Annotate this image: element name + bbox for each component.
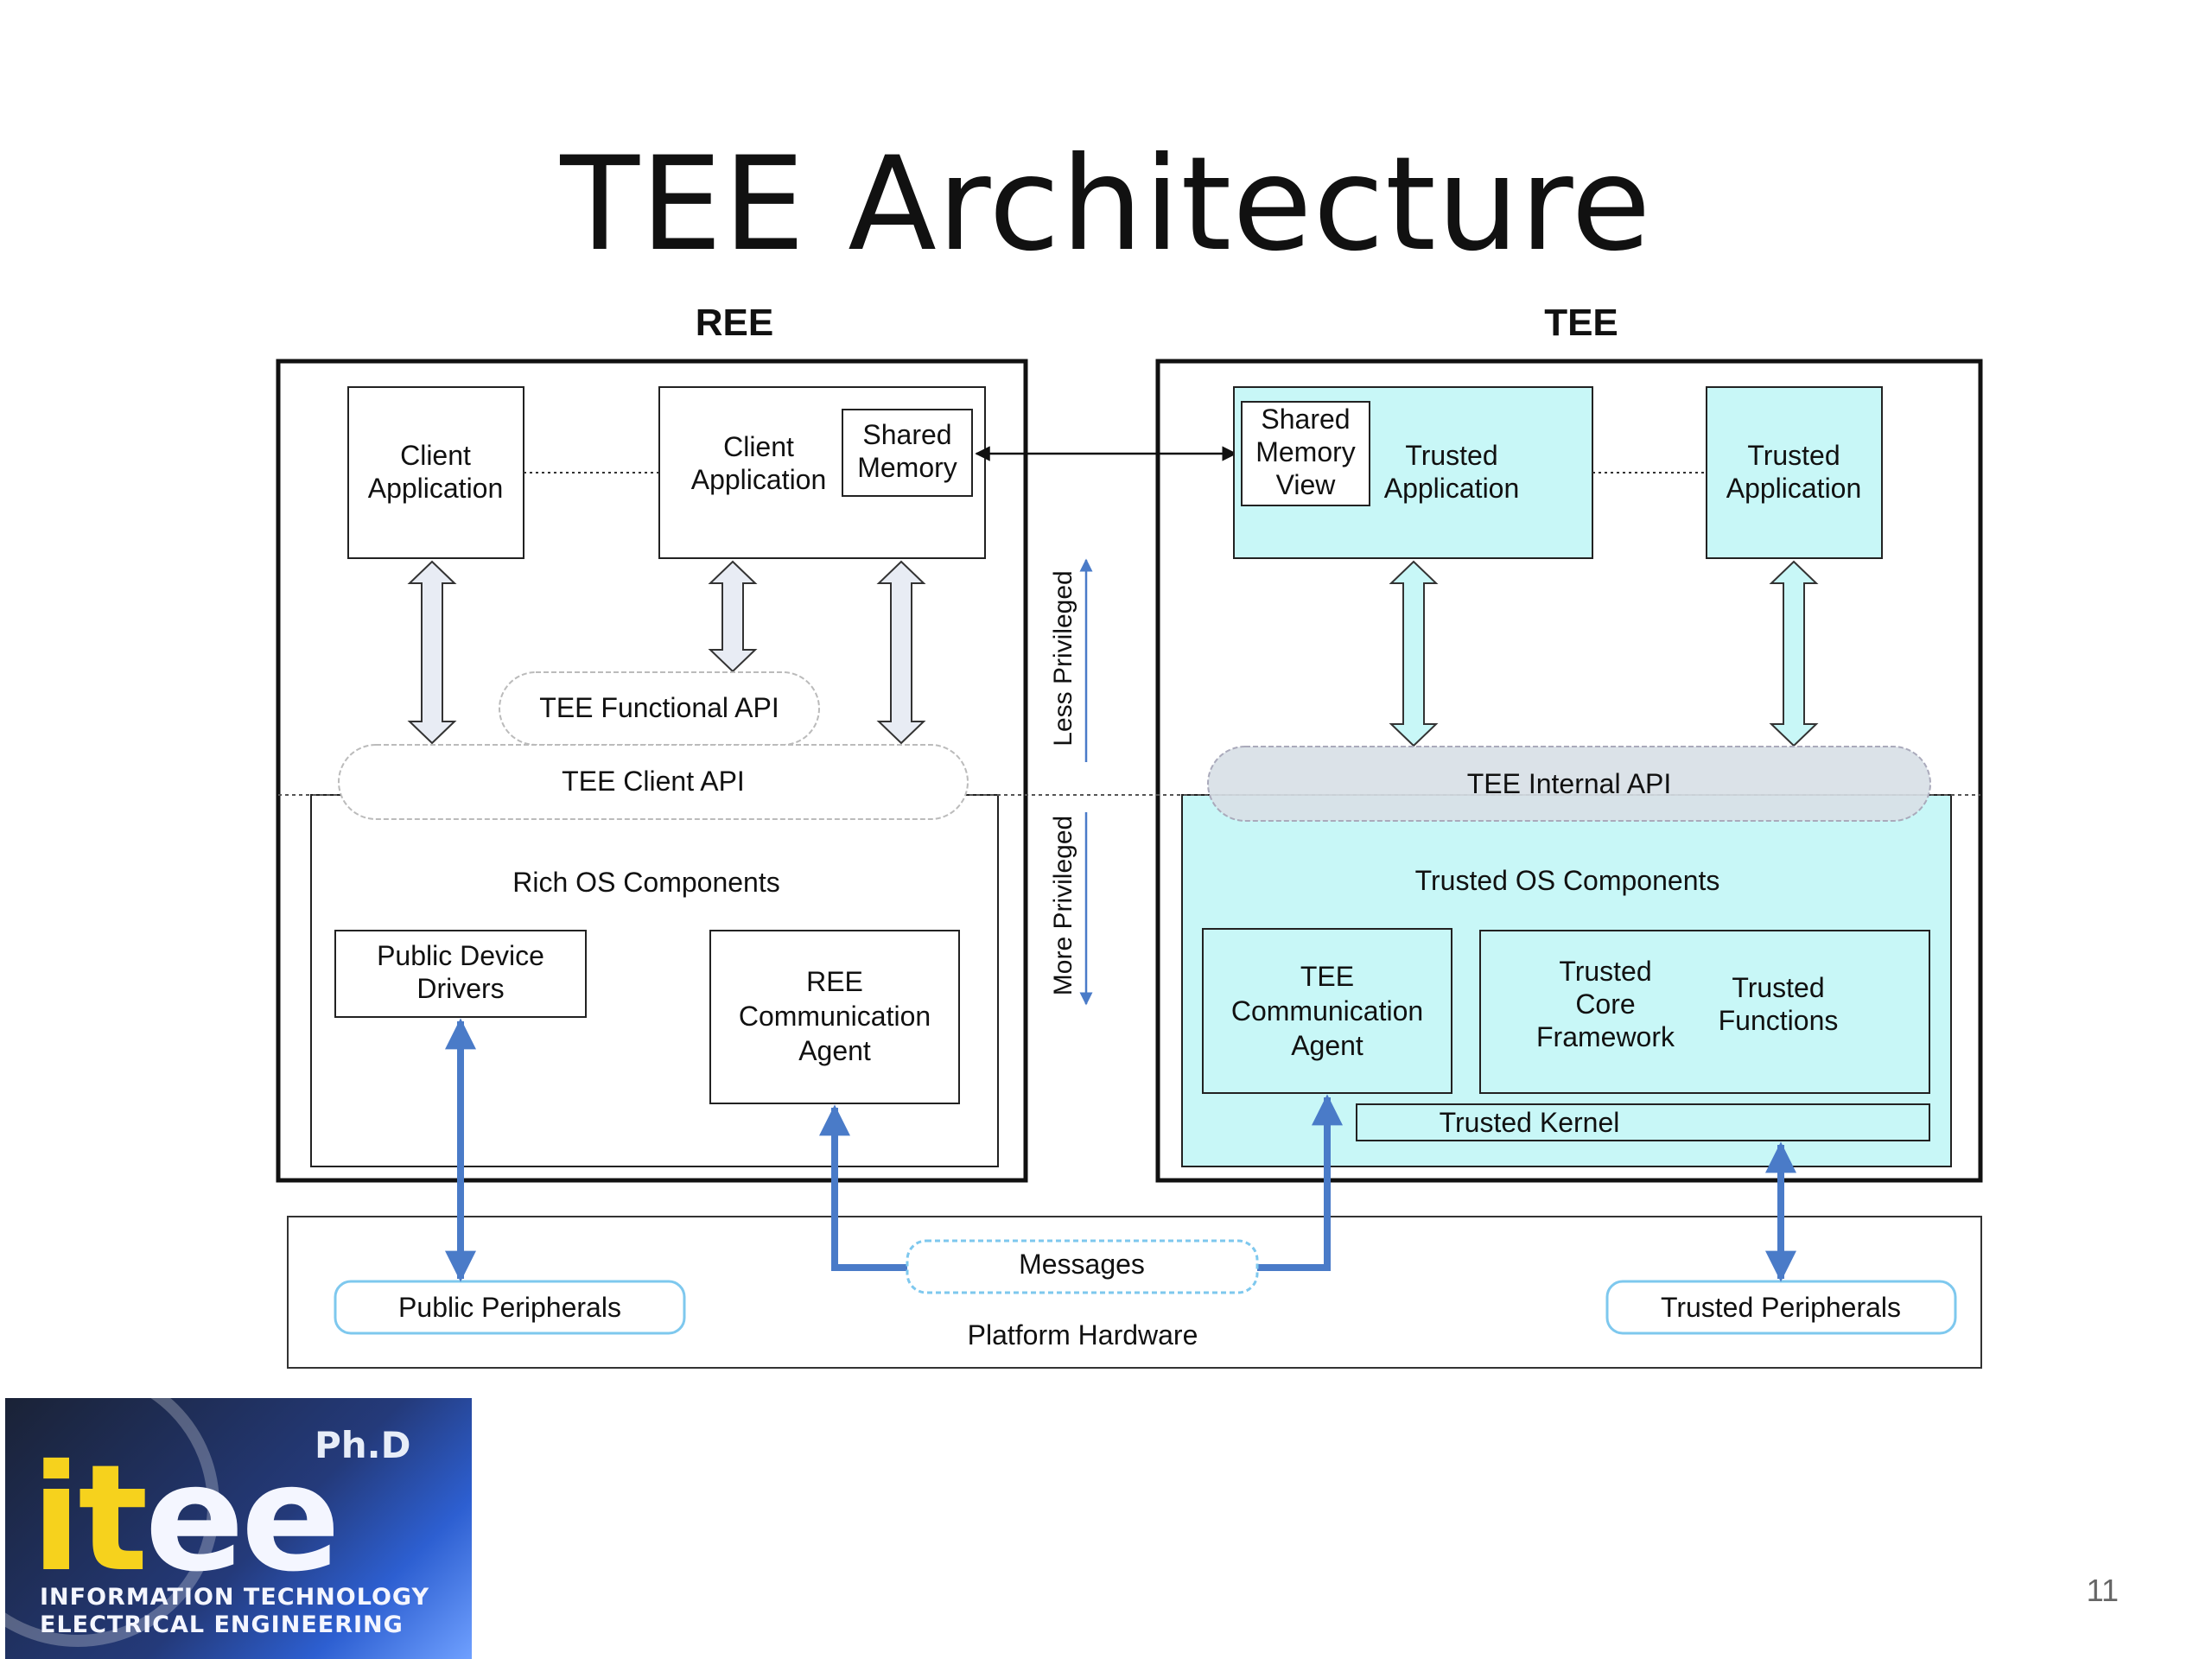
platform-hardware-label: Platform Hardware: [968, 1319, 1198, 1351]
logo-line-2: ELECTRICAL ENGINEERING: [40, 1611, 404, 1638]
shared-memory-box: [842, 409, 973, 497]
ree-communication-agent-label-a: REE: [806, 966, 863, 997]
tee-heading: TEE: [1544, 302, 1618, 344]
client-application-box-1: [347, 386, 524, 559]
client-application-label-2a: Client: [723, 431, 794, 462]
tee-client-api-pill: [338, 744, 969, 820]
itee-logo: Ph.D itee INFORMATION TECHNOLOGY ELECTRI…: [5, 1398, 472, 1659]
trusted-functions-label-b: Functions: [1719, 1005, 1839, 1036]
tee-communication-agent-box: [1202, 928, 1452, 1094]
public-peripherals-pill: [334, 1280, 686, 1335]
ree-heading: REE: [696, 302, 773, 344]
trusted-kernel-label: Trusted Kernel: [1440, 1107, 1620, 1138]
tee-communication-agent-label-c: Agent: [1291, 1030, 1363, 1061]
ree-communication-agent-label-b: Communication: [739, 1001, 931, 1032]
client-application-label-1b: Application: [368, 473, 504, 504]
trusted-application-box-2: [1706, 386, 1883, 559]
trusted-application-label-2a: Trusted: [1747, 440, 1840, 471]
messages-label: Messages: [1019, 1249, 1145, 1280]
trusted-kernel-box: [1356, 1103, 1930, 1141]
trusted-core-framework-label-a: Trusted: [1559, 956, 1651, 987]
logo-letters-ee: ee: [144, 1433, 341, 1605]
trusted-application-label-1a: Trusted: [1405, 440, 1497, 471]
ree-communication-agent-label-c: Agent: [798, 1035, 871, 1066]
ree-api-arrow-3: [876, 560, 926, 745]
public-device-drivers-label-a: Public Device: [377, 940, 544, 971]
logo-wordmark: itee: [31, 1446, 340, 1592]
trusted-core-framework-label-b: Core: [1575, 988, 1635, 1020]
client-application-label-1a: Client: [400, 440, 471, 471]
tee-communication-agent-label-a: TEE: [1300, 961, 1354, 992]
messages-pill: [906, 1239, 1259, 1294]
ree-communication-agent-box: [709, 930, 960, 1104]
shared-memory-label-b: Memory: [857, 452, 957, 483]
client-application-label-2b: Application: [691, 464, 827, 495]
logo-phd-text: Ph.D: [315, 1424, 411, 1466]
shared-memory-view-box: [1241, 401, 1370, 506]
slide-title: TEE Architecture: [560, 130, 1652, 280]
shared-memory-label-a: Shared: [862, 419, 951, 450]
trusted-peripherals-label: Trusted Peripherals: [1661, 1292, 1901, 1323]
tee-internal-api-pill: [1207, 746, 1931, 822]
tee-functional-api-label: TEE Functional API: [539, 692, 779, 723]
logo-letter-i: i: [31, 1433, 81, 1605]
shared-memory-view-label-b: Memory: [1255, 436, 1356, 467]
more-privileged-label: More Privileged: [1049, 816, 1077, 995]
shared-memory-view-label-a: Shared: [1261, 404, 1350, 435]
trusted-application-label-1b: Application: [1384, 473, 1520, 504]
logo-letter-t: t: [78, 1433, 148, 1605]
trusted-os-components-label: Trusted OS Components: [1415, 865, 1720, 896]
page-number: 11: [2086, 1573, 2119, 1608]
public-device-drivers-box: [334, 930, 587, 1018]
public-peripherals-label: Public Peripherals: [398, 1292, 621, 1323]
ree-api-arrow-1: [407, 560, 457, 745]
tee-communication-agent-label-b: Communication: [1231, 995, 1423, 1027]
messages-to-ree-agent-arrow: [819, 1104, 907, 1271]
trusted-functions-label-a: Trusted: [1732, 972, 1824, 1003]
trusted-application-label-2b: Application: [1726, 473, 1862, 504]
rich-os-components-label: Rich OS Components: [512, 867, 779, 898]
shared-memory-view-label-c: View: [1276, 469, 1337, 500]
public-device-drivers-label-b: Drivers: [416, 973, 504, 1004]
messages-to-tee-agent-arrow: [1257, 1094, 1343, 1271]
tee-internal-api-label: TEE Internal API: [1467, 768, 1672, 799]
trusted-framework-box: [1479, 930, 1930, 1094]
trusted-core-framework-label-c: Framework: [1536, 1021, 1675, 1052]
less-privileged-label: Less Privileged: [1049, 570, 1077, 746]
tee-client-api-label: TEE Client API: [562, 766, 745, 797]
logo-line-1: INFORMATION TECHNOLOGY: [40, 1584, 430, 1611]
